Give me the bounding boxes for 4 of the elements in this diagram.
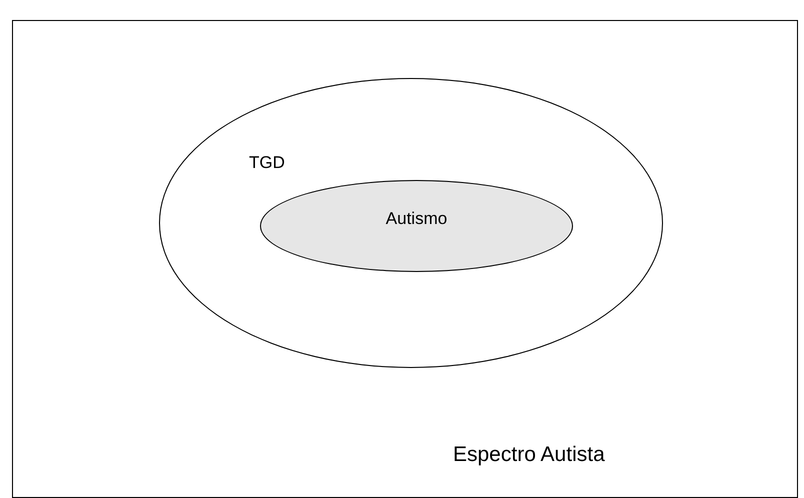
node-label: TGD <box>249 152 285 174</box>
node-label: Espectro Autista <box>453 442 605 468</box>
node-label: Autismo <box>384 208 448 230</box>
frame-box <box>12 20 798 498</box>
